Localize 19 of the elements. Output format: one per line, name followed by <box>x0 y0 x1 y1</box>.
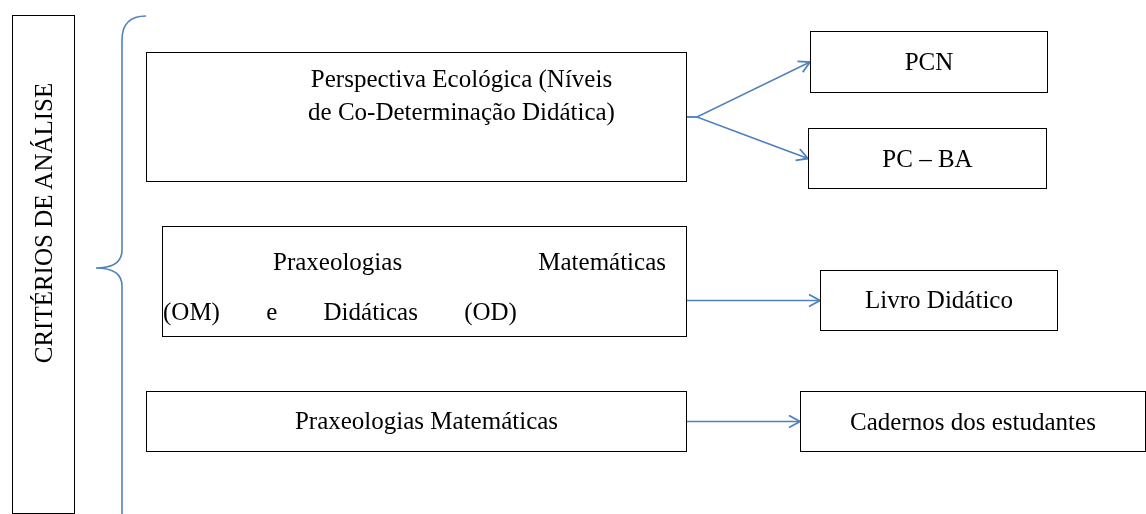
node-label: Cadernos dos estudantes <box>849 407 1097 437</box>
node-label: Perspectiva Ecológica (Níveis de Co-Determinação Didática) <box>307 64 616 128</box>
arrow <box>686 293 821 308</box>
node-label: PC – BA <box>881 144 974 174</box>
node-label: Praxeologias Matemáticas (OM) e Didáticas (OD) <box>163 247 667 328</box>
text-box <box>162 226 687 337</box>
label-box <box>12 15 75 514</box>
node-label: PCN <box>903 47 955 77</box>
text-box <box>146 52 687 182</box>
text-box <box>808 128 1047 189</box>
text-box <box>820 270 1058 331</box>
node-label: Praxeologias Matemáticas <box>293 406 560 436</box>
text-box <box>146 391 687 452</box>
node-label: CRITÉRIOS DE ANÁLISE <box>28 82 58 364</box>
arrow <box>686 116 809 162</box>
node-label: Livro Didático <box>864 285 1014 315</box>
text-box <box>800 391 1146 452</box>
text-box <box>810 31 1048 93</box>
arrow <box>686 414 801 429</box>
